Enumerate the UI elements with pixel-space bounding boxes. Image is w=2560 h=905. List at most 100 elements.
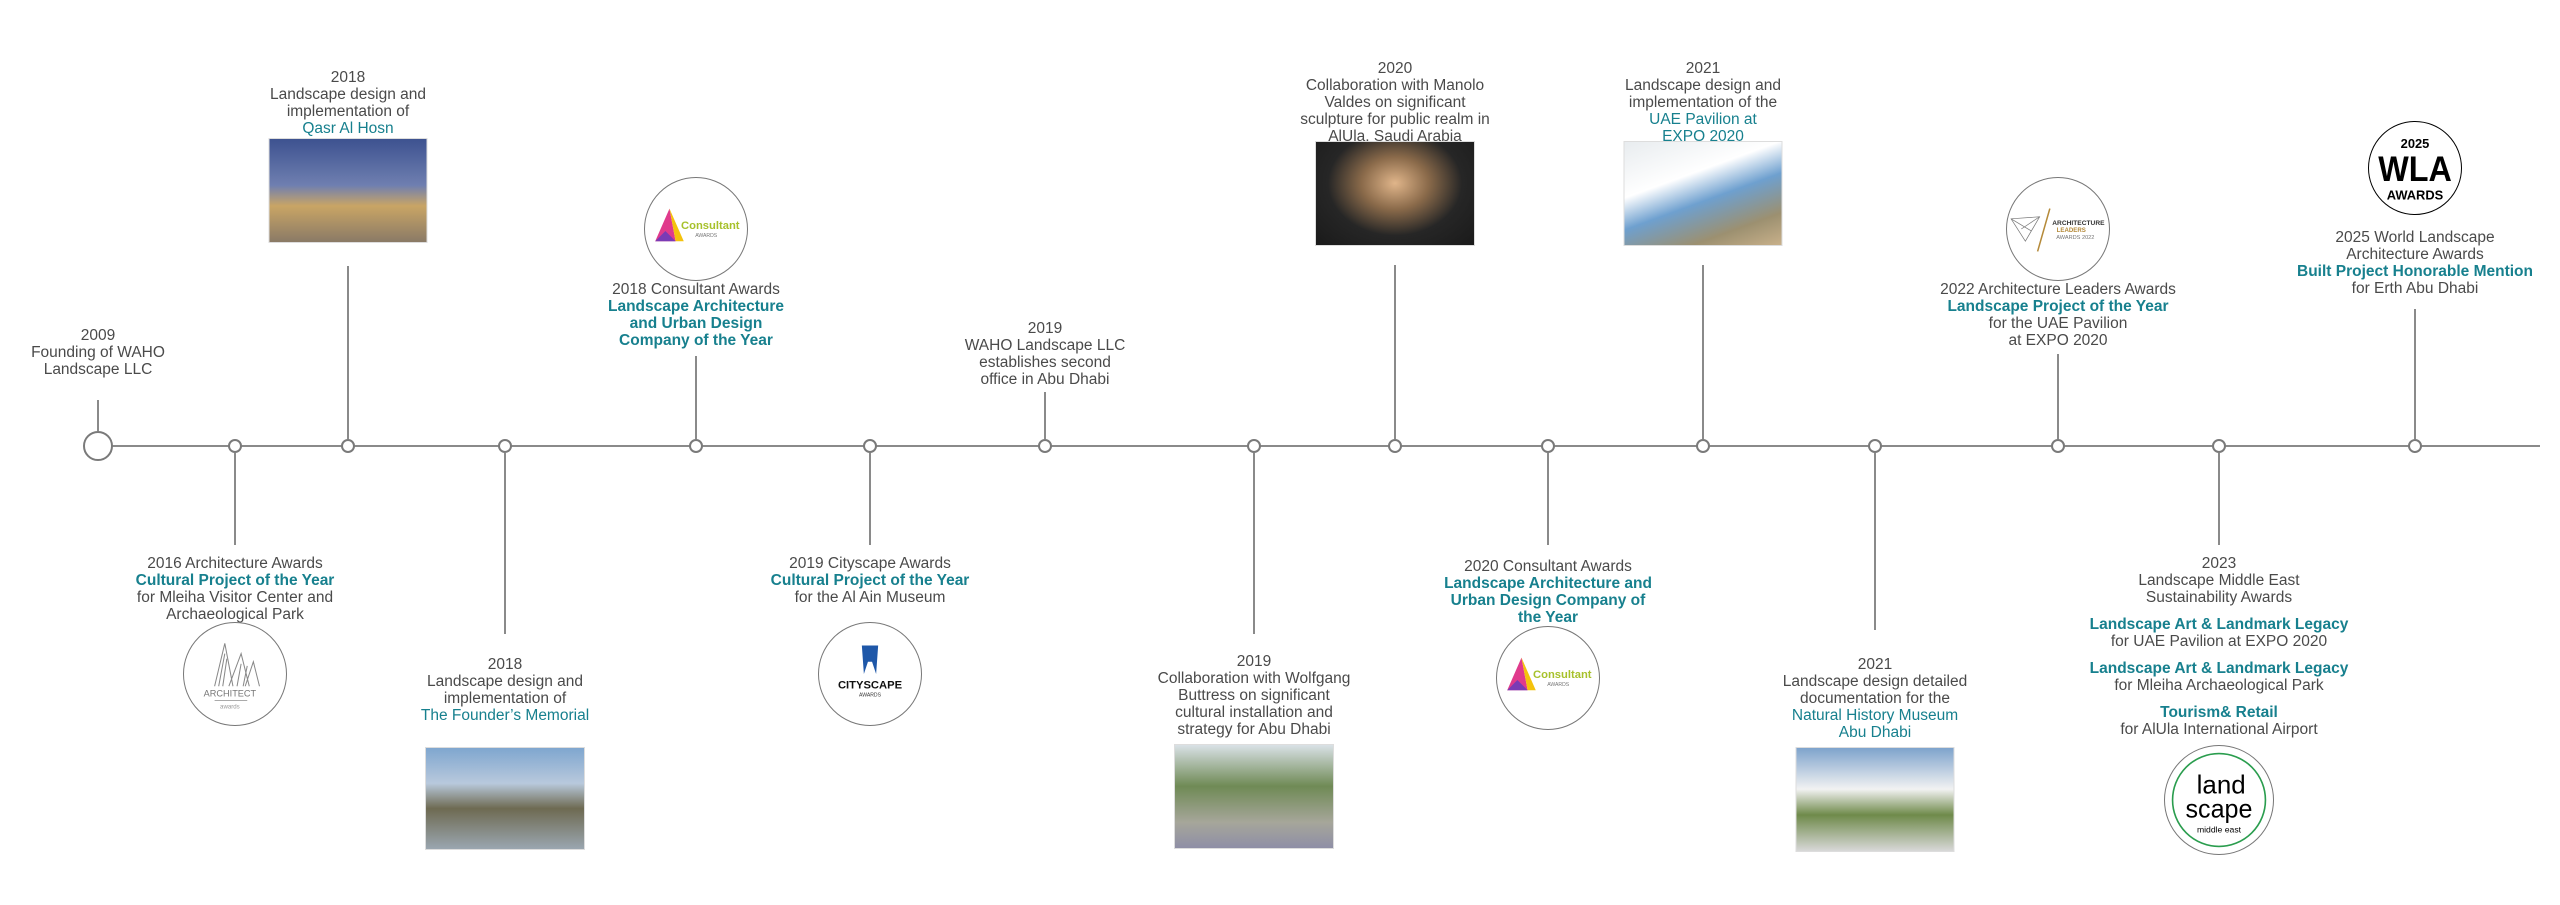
event-text: implementation of [443, 690, 567, 707]
event-text: for UAE Pavilion at EXPO 2020 [2110, 633, 2328, 650]
event-heading: 2018 [487, 656, 523, 673]
event-text: implementation of the [1628, 94, 1778, 111]
timeline-connector [695, 356, 697, 439]
timeline-connector [2218, 453, 2220, 545]
sculpture-photo [1316, 142, 1474, 245]
timeline-node[interactable] [2051, 439, 2065, 453]
timeline-node[interactable] [228, 439, 242, 453]
event-heading: 2018 [330, 69, 366, 86]
timeline-node[interactable] [341, 439, 355, 453]
event-text: Landscape design and [270, 86, 426, 103]
logo-text: AWARDS [2387, 187, 2444, 202]
award-title: Landscape Project of the Year [1947, 298, 2169, 315]
timeline-connector [97, 400, 99, 431]
award-title: Urban Design Company of [1450, 592, 1646, 609]
timeline-connector [1702, 265, 1704, 439]
event-text: Buttress on significant [1178, 687, 1330, 704]
event-heading: 2021 [1685, 60, 1721, 77]
award-title: Landscape Architecture and [1444, 575, 1652, 592]
event-text: Collaboration with Wolfgang [1157, 670, 1351, 687]
event-text: Sustainability Awards [2145, 589, 2293, 606]
event-text: for Mleiha Visitor Center and [136, 589, 334, 606]
logo-text: ARCHITECTURE [2052, 220, 2105, 227]
event-heading: 2019 [1236, 653, 1272, 670]
award-title: Company of the Year [619, 332, 773, 349]
timeline-node[interactable] [1247, 439, 1261, 453]
timeline-node[interactable] [689, 439, 703, 453]
logo-text: AWARDS [695, 233, 718, 239]
logo-text: Consultant [681, 220, 740, 232]
event-text: Archaeological Park [166, 606, 304, 623]
logo-text: AWARDS [1547, 682, 1570, 688]
event-text: AlUla, Saudi Arabia [1328, 128, 1462, 145]
event-text: for AlUla International Airport [2120, 721, 2318, 738]
event-text: strategy for Abu Dhabi [1177, 721, 1331, 738]
event-text: office in Abu Dhabi [980, 371, 1110, 388]
event-text: WAHO Landscape LLC [964, 337, 1126, 354]
event-heading: 2009 [80, 327, 116, 344]
event-text: for the Al Ain Museum [794, 589, 946, 606]
timeline-node[interactable] [1038, 439, 1052, 453]
timeline-node[interactable] [2212, 439, 2226, 453]
logo-text: scape [2186, 795, 2253, 823]
event-text: Landscape LLC [43, 361, 153, 378]
logo-text: Consultant [1533, 669, 1592, 681]
award-title: Landscape Art & Landmark Legacy [2089, 660, 2349, 677]
logo-text: AWARDS 2022 [2056, 235, 2094, 241]
project-name: Qasr Al Hosn [302, 120, 394, 137]
timeline-node[interactable] [1696, 439, 1710, 453]
award-title: Built Project Honorable Mention [2297, 263, 2533, 280]
timeline-node[interactable] [1541, 439, 1555, 453]
logo-text: CITYSCAPE [838, 679, 903, 691]
award-title: Tourism& Retail [2160, 704, 2278, 721]
uae-pavilion-photo [1624, 142, 1782, 245]
event-heading: 2020 [1377, 60, 1413, 77]
timeline-connector [1044, 392, 1046, 439]
founders-memorial-photo [426, 748, 584, 849]
event-heading: 2022 Architecture Leaders Awards [1940, 281, 2176, 298]
event-text: Valdes on significant [1324, 94, 1466, 111]
timeline-node[interactable] [1388, 439, 1402, 453]
qasr-al-hosn-photo [269, 139, 427, 242]
award-title: the Year [1517, 609, 1579, 626]
event-text: Landscape design detailed [1782, 673, 1968, 690]
logo-text: land [2197, 772, 2246, 800]
project-name: Abu Dhabi [1838, 724, 1912, 741]
timeline-node[interactable] [2408, 439, 2422, 453]
timeline-node[interactable] [863, 439, 877, 453]
award-title: and Urban Design [629, 315, 763, 332]
logo-text: LEADERS [2057, 227, 2086, 234]
project-name: The Founder’s Memorial [420, 707, 590, 724]
timeline-node[interactable] [83, 431, 113, 461]
timeline-connector [2057, 354, 2059, 439]
logo-text: 2025 [2401, 136, 2430, 151]
timeline-node[interactable] [1868, 439, 1882, 453]
award-title: Cultural Project of the Year [135, 572, 335, 589]
event-text: Landscape design and [1625, 77, 1781, 94]
timeline-connector [1394, 265, 1396, 439]
wolfgang-installation-photo [1175, 745, 1333, 848]
timeline-connector [234, 453, 236, 545]
event-text: for Erth Abu Dhabi [2351, 280, 2479, 297]
project-name: EXPO 2020 [1662, 128, 1744, 145]
event-heading: 2016 Architecture Awards [147, 555, 323, 572]
event-text: Landscape Middle East [2138, 572, 2300, 589]
event-text: Founding of WAHO [31, 344, 165, 361]
natural-history-museum-photo [1796, 748, 1954, 851]
timeline-node[interactable] [498, 439, 512, 453]
logo-text: middle east [2197, 824, 2242, 834]
event-text: for Mleiha Archaeological Park [2114, 677, 2324, 694]
event-text: Collaboration with Manolo [1305, 77, 1485, 94]
event-text: for the UAE Pavilion [1988, 315, 2128, 332]
award-title: Landscape Architecture [607, 298, 785, 315]
